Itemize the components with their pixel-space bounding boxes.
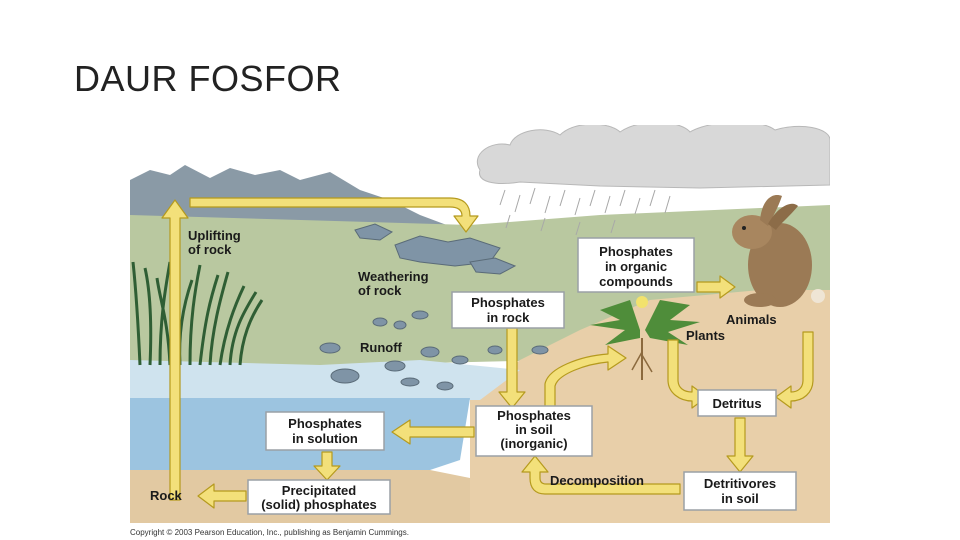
box-label: in rock: [487, 310, 530, 325]
box-precipitated: Precipitated (solid) phosphates: [247, 479, 391, 515]
rain: [499, 187, 671, 236]
box-detritus: Detritus: [697, 389, 777, 417]
label-rock: Rock: [150, 488, 183, 503]
box-phosphates-in-solution: Phosphates in solution: [265, 411, 385, 451]
cloud: [477, 125, 830, 189]
weathering-arrow: [189, 197, 479, 233]
rock-pile: [319, 223, 549, 391]
box-label: Precipitated: [282, 483, 356, 498]
box-label: (inorganic): [500, 436, 567, 451]
organic-to-animals-arrow: [696, 275, 736, 299]
label-decomposition: Decomposition: [550, 473, 644, 488]
rock-to-soil-arrow: [498, 327, 526, 409]
box-phosphates-in-soil: Phosphates in soil (inorganic): [475, 405, 593, 457]
box-phosphates-organic: Phosphates in organic compounds: [577, 237, 695, 293]
shallow-water: [130, 360, 520, 400]
reeds: [131, 261, 264, 366]
box-label: in solution: [292, 431, 358, 446]
animals-to-detritus-arrow: [775, 331, 814, 409]
label-uplifting: Uplifting: [188, 228, 241, 243]
box-label: Phosphates: [599, 244, 673, 259]
box-label: in soil: [721, 491, 759, 506]
detritus-to-detritivores-arrow: [726, 417, 754, 473]
box-label: Phosphates: [471, 295, 545, 310]
box-phosphates-in-rock: Phosphates in rock: [451, 291, 565, 329]
copyright-text: Copyright © 2003 Pearson Education, Inc.…: [130, 528, 409, 537]
rabbit: [732, 195, 825, 307]
box-label: (solid) phosphates: [261, 497, 377, 512]
solution-to-precipitated-arrow: [313, 451, 341, 481]
label-animals: Animals: [726, 312, 777, 327]
precipitated-to-rock-arrow: [197, 483, 247, 509]
soil-to-solution-arrow: [391, 419, 475, 445]
box-label: Detritus: [712, 396, 761, 411]
label-runoff: Runoff: [360, 340, 403, 355]
decomposition-arrow: [521, 455, 681, 495]
box-label: compounds: [599, 274, 673, 289]
box-label: Phosphates: [497, 408, 571, 423]
label-plants: Plants: [686, 328, 725, 343]
box-label: Phosphates: [288, 416, 362, 431]
plant: [590, 296, 700, 380]
box-label: in organic: [605, 259, 667, 274]
uplifting-arrow: [161, 199, 189, 501]
soil-to-plant-arrow: [544, 345, 627, 409]
box-detritivores: Detritivores in soil: [683, 471, 797, 511]
label-weathering: of rock: [358, 283, 402, 298]
box-label: in soil: [515, 422, 553, 437]
slide-title: DAUR FOSFOR: [74, 58, 342, 99]
label-weathering: Weathering: [358, 269, 429, 284]
label-uplifting: of rock: [188, 242, 232, 257]
box-label: Detritivores: [704, 476, 776, 491]
